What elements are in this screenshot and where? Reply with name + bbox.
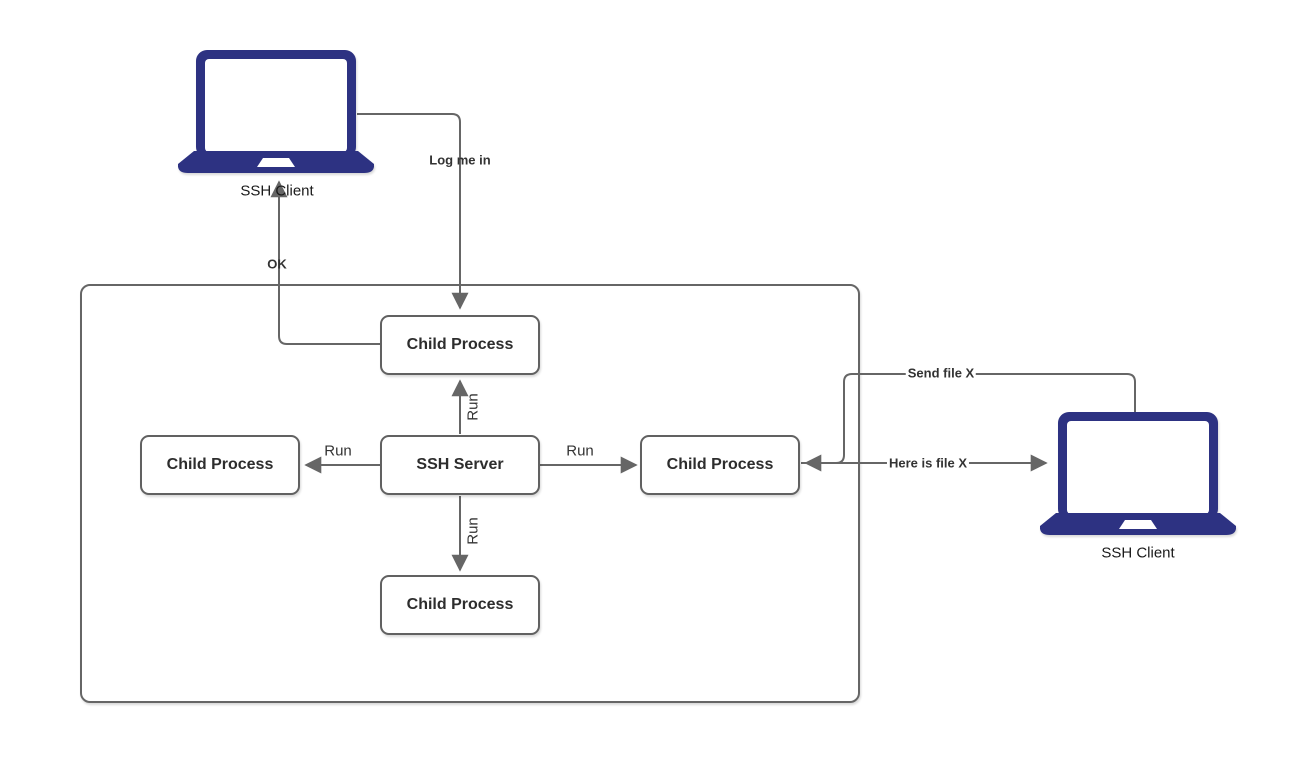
- edge-label-run-left: Run: [324, 442, 352, 460]
- server-host-container: [80, 284, 860, 703]
- edge-label-run-top: Run: [464, 393, 482, 421]
- child-process-top-label: Child Process: [406, 336, 514, 353]
- laptop-icon: [177, 50, 375, 173]
- edge-send-file: [804, 373, 1136, 472]
- child-process-left-label: Child Process: [166, 456, 274, 473]
- edge-label-run-bottom: Run: [464, 517, 482, 545]
- edge-label-run-right: Run: [566, 442, 594, 460]
- ssh-client-right-label: SSH Client: [1101, 544, 1175, 562]
- edge-label-ok: OK: [267, 256, 287, 272]
- ssh-server-label: SSH Server: [416, 456, 504, 473]
- edge-label-here-is-file: Here is file X: [886, 455, 970, 471]
- ssh-client-left-label: SSH Client: [240, 182, 314, 200]
- child-process-top-node: Child Process: [380, 315, 540, 375]
- ssh-client-left: [177, 50, 375, 176]
- child-process-bottom-label: Child Process: [406, 596, 514, 613]
- ssh-client-right: [1039, 412, 1237, 538]
- laptop-icon: [1039, 412, 1237, 535]
- child-process-right-node: Child Process: [640, 435, 800, 495]
- edge-label-send-file: Send file X: [905, 365, 977, 381]
- child-process-left-node: Child Process: [140, 435, 300, 495]
- edge-log-me-in: [357, 113, 469, 310]
- edge-label-log-me-in: Log me in: [429, 152, 491, 168]
- child-process-right-label: Child Process: [666, 456, 774, 473]
- ssh-server-node: SSH Server: [380, 435, 540, 495]
- child-process-bottom-node: Child Process: [380, 575, 540, 635]
- edge-ok: [270, 180, 380, 345]
